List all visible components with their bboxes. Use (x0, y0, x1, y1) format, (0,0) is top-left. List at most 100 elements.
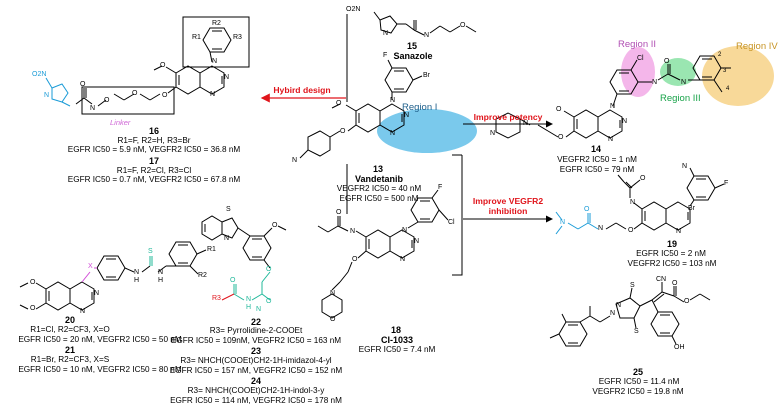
compound-20-structure (19, 241, 207, 311)
atom-cl-18: Cl (448, 219, 455, 226)
atom-o2-20: O (30, 305, 36, 312)
region-3-label: Region III (660, 93, 701, 104)
atom-o-15: O (460, 22, 466, 29)
compound-19-vegfr2: VEGFR2 IC50 = 103 nM (627, 259, 717, 268)
compound-16-number: 16 (148, 126, 159, 136)
atom-n-15: N (383, 30, 389, 37)
atom-o-amide-19: O (640, 175, 646, 182)
compound-13-egfr: EGFR IC50 = 500 nM (339, 194, 419, 203)
compound-13-structure (299, 59, 423, 159)
atom-h1-20: H (134, 277, 140, 284)
compound-19-structure (605, 167, 725, 231)
atom-nh-amide-19: N (630, 199, 636, 206)
atom-n-bzt-22: N (224, 235, 230, 242)
atom-n-pip2-14: N (490, 130, 496, 137)
atom-o-urea-14: O (664, 58, 670, 65)
atom-ome-22: O (272, 222, 278, 229)
compound-14-vegfr2: VEGFR2 IC50 = 1 nM (557, 155, 637, 164)
improve-vegfr2-label-2: inhibition (488, 206, 528, 216)
atom-n1-16: N (224, 74, 230, 81)
r1-label-20: R1 (207, 246, 216, 253)
compound-25-number: 25 (632, 367, 643, 377)
compound-16-activity: EGFR IC50 = 5.9 nM, VEGFR2 IC50 = 36.8 n… (67, 145, 241, 154)
compound-16-structure (75, 27, 232, 107)
atom-nh-19: N (682, 163, 688, 170)
atom-n2-19: N (676, 228, 682, 235)
atom-o-carbonyl-22: O (230, 277, 236, 284)
compound-17-rgroups: R1=F, R2=Cl, R3=Cl (116, 166, 192, 175)
atom-o-gly-19: O (584, 206, 590, 213)
compound-24-rgroup: R3= NHCH(COOEt)CH2-1H-indol-3-y (187, 386, 325, 395)
atom-ome-13: O (336, 100, 342, 107)
atom-o3-16: O (104, 97, 110, 104)
compound-22-activity: EGFR IC50 = 109nM, VEGFR2 IC50 = 163 nM (170, 336, 342, 345)
atom-nh2-14: N (681, 79, 687, 86)
atom-nh-amide-18: N (350, 228, 356, 235)
linker-box (81, 86, 175, 115)
atom-s-20: S (148, 248, 153, 255)
atom-f-18: F (438, 184, 443, 191)
compound-22-rgroup: R3= Pyrrolidine-2-COOEt (209, 326, 303, 335)
atom-ome-14: O (556, 106, 562, 113)
compound-20-x-link (81, 267, 97, 283)
atom-o-morph-18: O (330, 316, 336, 323)
atom-o-14: O (558, 134, 564, 141)
compound-25-vegfr2: VEGFR2 IC50 = 19.8 nM (592, 387, 684, 396)
region-3-highlight (660, 58, 696, 86)
compound-17-activity: EGFR IC50 = 0.7 nM, VEGFR2 IC50 = 67.8 n… (67, 175, 241, 184)
atom-s-22: S (226, 206, 231, 213)
improve-vegfr2-label-1: Improve VEGFR2 (472, 196, 544, 206)
pos-4-14: 4 (726, 86, 730, 92)
compound-25-egfr: EGFR IC50 = 11.4 nM (598, 377, 680, 386)
atom-n-triazole-16: N (44, 92, 50, 99)
compound-16-rgroups: R1=F, R2=H, R3=Br (117, 136, 191, 145)
atom-n2-13: N (390, 130, 396, 137)
atom-o-hyd-22: O (266, 298, 272, 305)
compound-18-name: CI-1033 (380, 335, 414, 345)
compound-22-r3 (221, 293, 235, 301)
atom-n1-18: N (414, 238, 420, 245)
r2-label-20: R2 (198, 272, 207, 279)
compound-17-number: 17 (148, 156, 159, 166)
atom-nh2-20: N (158, 269, 164, 276)
atom-o-ester-25: O (684, 298, 690, 305)
atom-nh-15: N (424, 32, 430, 39)
atom-cl-14: Cl (637, 55, 644, 62)
r2-label-16: R2 (212, 20, 221, 27)
region-4-highlight (702, 46, 774, 106)
compound-15-number: 15 (406, 41, 417, 51)
atom-nh-14: N (610, 103, 616, 110)
compound-22-structure (201, 215, 287, 269)
compound-24-number: 24 (250, 376, 261, 386)
atom-o-carbonyl-25: O (672, 280, 678, 287)
atom-o2n-15: O2N (346, 6, 361, 13)
hybrid-design-label: Hybird design (273, 85, 331, 95)
compound-25-structure (549, 282, 711, 347)
atom-n-morph-18: N (330, 290, 336, 297)
atom-cn-25: CN (656, 276, 667, 283)
atom-n2-18: N (400, 256, 406, 263)
compound-19-dimethylglycinamide (555, 211, 599, 235)
compound-21-rgroups: R1=Br, R2=CF3, X=S (30, 355, 110, 364)
atom-nh1-22: N (246, 296, 252, 303)
atom-n2-14: N (608, 136, 614, 143)
compound-13-name: Vandetanib (354, 174, 403, 184)
center-bracket (346, 14, 463, 276)
atom-o-13: O (340, 128, 346, 135)
atom-nh-13: N (390, 97, 396, 104)
compound-20-number: 20 (64, 315, 75, 325)
compound-13-vegfr2: VEGFR2 IC50 = 40 nM (336, 184, 422, 193)
atom-n1-14: N (622, 118, 628, 125)
compound-23-rgroup: R3= NHCH(COOEt)CH2-1H-imidazol-4-yl (180, 356, 332, 365)
atom-o1-16: O (162, 92, 168, 99)
compound-18-egfr: EGFR IC50 = 7.4 nM (358, 345, 436, 354)
compound-13-number: 13 (372, 164, 383, 174)
compound-20-thiourea (149, 256, 153, 266)
atom-o-amide-18: O (336, 209, 342, 216)
atom-n-pip-13: N (292, 157, 298, 164)
atom-n1-25: N (610, 310, 616, 317)
atom-nh-16: N (212, 58, 218, 65)
x-label-20: X (88, 263, 93, 270)
atom-n2-25: N (616, 302, 622, 309)
